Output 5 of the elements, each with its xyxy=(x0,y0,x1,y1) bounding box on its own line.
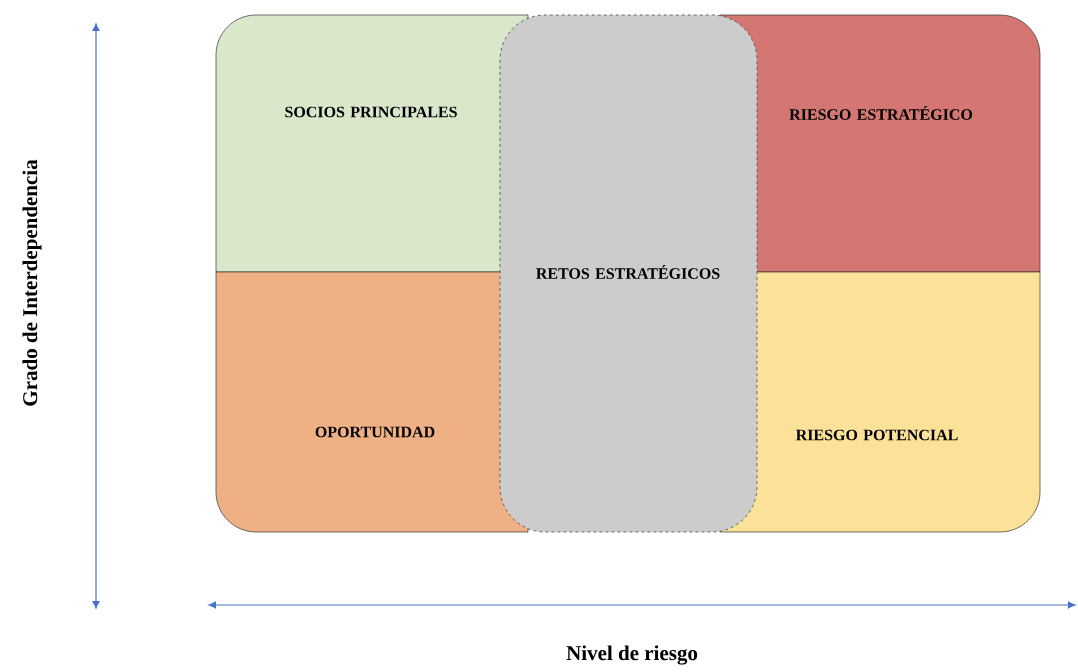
strategy-zone: RETOS ESTRATÉGICOS xyxy=(499,14,758,533)
axis-label: Nivel de riesgo xyxy=(566,645,698,665)
axis-label: Grado de Interdependencia xyxy=(22,159,42,406)
quadrant-box: SOCIOS PRINCIPALES xyxy=(215,14,529,273)
quadrant-box: OPORTUNIDAD xyxy=(215,271,529,533)
